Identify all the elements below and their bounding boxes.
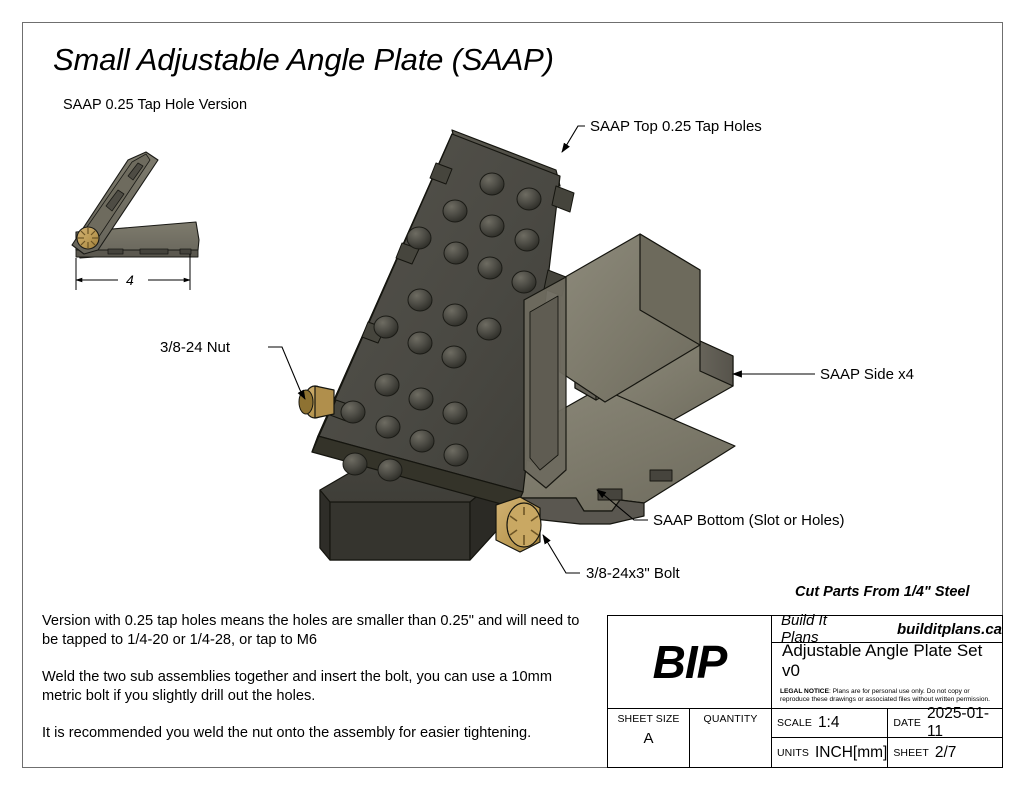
sheet-size-value: A — [643, 730, 654, 747]
units-cell: UNITS INCH[mm] — [772, 738, 887, 767]
callout-bolt: 3/8-24x3" Bolt — [586, 565, 680, 582]
note-3: It is recommended you weld the nut onto … — [42, 725, 532, 741]
title-block-left-bottom: SHEET SIZE A QUANTITY — [608, 709, 771, 767]
date-cell: DATE 2025-01-11 — [888, 705, 1002, 740]
units-value: INCH[mm] — [815, 743, 888, 761]
cut-parts-note: Cut Parts From 1/4" Steel — [795, 584, 970, 600]
quantity-cell: QUANTITY — [690, 709, 771, 767]
callout-top-plate: SAAP Top 0.25 Tap Holes — [590, 118, 762, 135]
drawing-title: Adjustable Angle Plate Set v0 — [782, 641, 983, 680]
website[interactable]: builditplans.ca — [896, 620, 1002, 638]
quantity-label: QUANTITY — [703, 713, 758, 725]
legal-notice: LEGAL NOTICE: Plans are for personal use… — [772, 679, 1002, 709]
sheet-size-cell: SHEET SIZE A — [608, 709, 690, 767]
sheet-number-cell: SHEET 2/7 — [888, 738, 1002, 767]
date-label: DATE — [893, 717, 921, 729]
date-value: 2025-01-11 — [926, 705, 989, 740]
date-sheet-column: DATE 2025-01-11 SHEET 2/7 — [888, 705, 1002, 767]
sheet-size-label: SHEET SIZE — [617, 713, 680, 725]
page-subtitle: SAAP 0.25 Tap Hole Version — [63, 97, 248, 113]
callout-nut: 3/8-24 Nut — [160, 339, 231, 356]
units-label: UNITS — [777, 746, 809, 759]
legal-notice-text: : Plans are for personal use only. Do no… — [780, 687, 991, 704]
notes-block: Version with 0.25 tap holes means the ho… — [42, 612, 582, 743]
side-view-dimension-value: 4 — [126, 272, 134, 288]
callout-side: SAAP Side x4 — [820, 366, 914, 383]
sheet-value: 2/7 — [934, 743, 957, 761]
scale-cell: SCALE 1:4 — [772, 709, 888, 738]
company-row: Build It Plans builditplans.ca — [772, 612, 1002, 646]
legal-notice-label: LEGAL NOTICE — [780, 687, 829, 695]
callout-bottom: SAAP Bottom (Slot or Holes) — [653, 512, 845, 529]
scale-units-column: SCALE 1:4 UNITS INCH[mm] — [772, 709, 889, 767]
scale-value: 1:4 — [817, 714, 840, 731]
title-block-left: BIP SHEET SIZE A QUANTITY — [608, 616, 772, 767]
scale-label: SCALE — [777, 717, 812, 729]
title-block: BIP SHEET SIZE A QUANTITY Build It Plans… — [607, 612, 1003, 768]
note-2: Weld the two sub assemblies together and… — [42, 669, 552, 704]
company-name: Build It Plans — [781, 612, 827, 646]
bip-logo: BIP — [608, 616, 771, 709]
title-block-bottom-rows: SCALE 1:4 UNITS INCH[mm] DATE 2025-01-11… — [772, 705, 1002, 767]
bip-logo-text: BIP — [652, 636, 728, 688]
note-1: Version with 0.25 tap holes means the ho… — [42, 613, 580, 648]
title-block-right: Build It Plans builditplans.ca Adjustabl… — [772, 612, 1002, 767]
sheet-label: SHEET — [893, 746, 929, 759]
page-title: Small Adjustable Angle Plate (SAAP) — [53, 42, 554, 77]
